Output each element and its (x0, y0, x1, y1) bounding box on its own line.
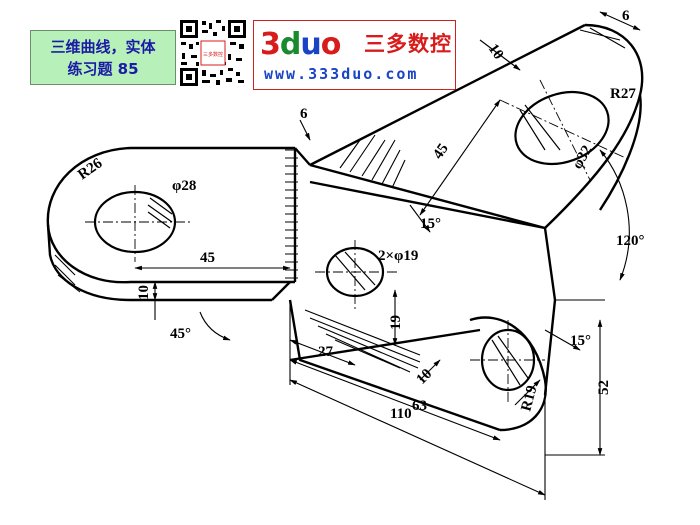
dim-phi28: φ28 (172, 178, 196, 194)
dim-45-left: 45 (200, 250, 215, 266)
dim-angle-15-right: 15° (570, 333, 591, 349)
website-url[interactable]: www.333duo.com (264, 65, 419, 83)
dim-6-top-mid: 6 (300, 106, 308, 122)
dim-r26: R26 (75, 155, 106, 183)
dim-10-top: 10 (485, 41, 507, 62)
logo-mark-char: 3 (260, 27, 281, 62)
surface-shading (54, 27, 626, 373)
logo-mark-char: o (320, 27, 342, 62)
dim-10-left: 10 (136, 285, 152, 300)
top-tab-hole (514, 90, 610, 166)
qr-stamp-text: 三多数控 (203, 51, 223, 58)
dim-10-bottom: 10 (414, 366, 436, 388)
brand-name: 三多数控 (364, 32, 452, 56)
dim-holes-2x19: 2×φ19 (378, 248, 418, 264)
exercise-title-line1: 三维曲线，实体 (50, 37, 156, 56)
center-lines (85, 79, 631, 405)
qr-code-icon: 三多数控 (178, 18, 248, 88)
brand-logo[interactable]: 3duo 三多数控 www.333duo.com (253, 20, 456, 90)
dim-angle-120: 120° (616, 233, 645, 249)
dim-r27: R27 (610, 86, 636, 102)
holes (93, 90, 610, 392)
dim-19: 19 (388, 315, 404, 330)
exercise-title-box: 三维曲线，实体 练习题 85 (30, 30, 176, 85)
dim-45-slant: 45 (430, 141, 452, 162)
dim-angle-15-top: 15° (420, 216, 441, 232)
dim-52: 52 (596, 380, 612, 395)
dim-27: 27 (318, 344, 334, 360)
dimension-lines (134, 11, 641, 500)
logo-mark-char: d (279, 27, 302, 62)
hole-shading (147, 104, 561, 386)
logo-mark-char: u (300, 27, 321, 62)
logo-mark: 3duo (260, 25, 342, 65)
dim-63: 63 (412, 398, 427, 414)
dim-angle-45: 45° (170, 326, 191, 342)
dim-110: 110 (390, 406, 412, 422)
dim-r19: R19 (518, 384, 540, 413)
exercise-title-line2: 练习题 85 (67, 59, 139, 78)
dim-6-top-right: 6 (622, 8, 630, 24)
